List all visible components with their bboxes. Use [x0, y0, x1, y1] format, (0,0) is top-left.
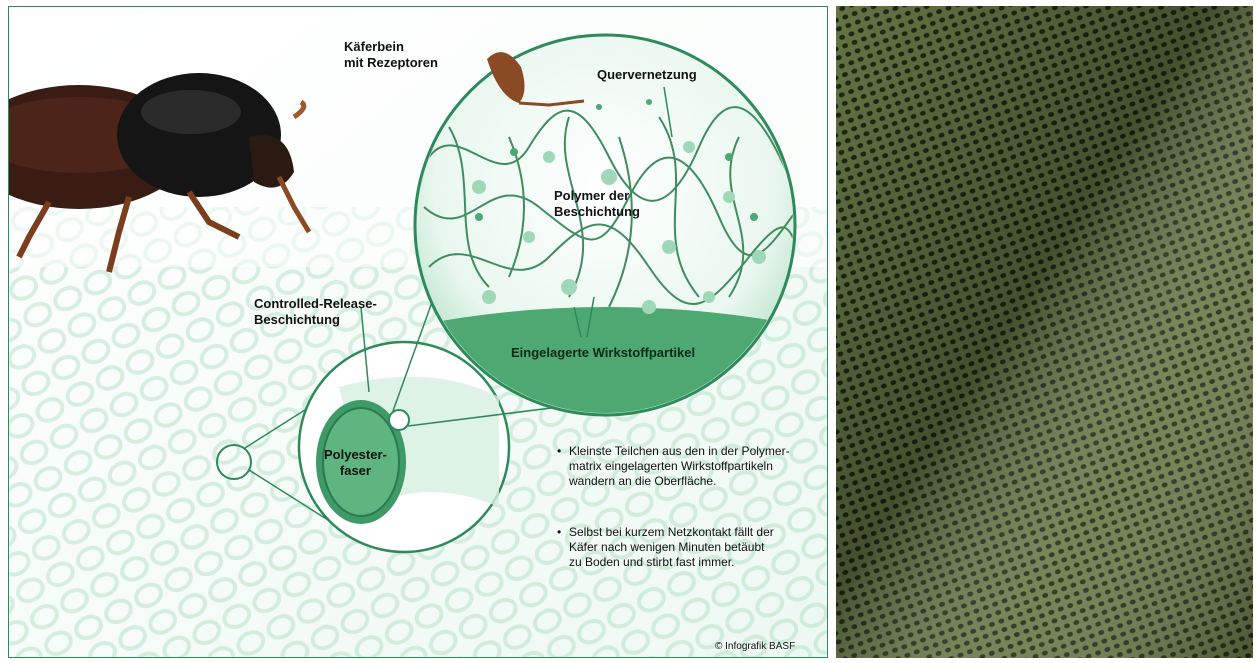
coating-label-line1: Controlled-Release- — [254, 296, 377, 312]
note-1-line1: Kleinste Teilchen aus den in der Polymer… — [569, 444, 790, 459]
crosslink-label: Quervernetzung — [597, 67, 697, 83]
leg-label: Käferbein mit Rezeptoren — [344, 39, 438, 71]
note-1-line2: matrix eingelagerten Wirkstoffpartikeln — [569, 459, 790, 474]
coating-label: Controlled-Release- Beschichtung — [254, 296, 377, 328]
polymer-label-line1: Polymer der — [554, 188, 640, 204]
polymer-label-line2: Beschichtung — [554, 204, 640, 220]
coating-label-line2: Beschichtung — [254, 312, 377, 328]
fiber-label-line2: faser — [324, 463, 387, 479]
particles-label: Eingelagerte Wirkstoffpartikel — [511, 345, 695, 361]
note-2: • Selbst bei kurzem Netzkontakt fällt de… — [569, 525, 774, 570]
note-1-line3: wandern an die Oberfläche. — [569, 474, 790, 489]
credit: © Infografik BASF — [715, 639, 795, 654]
note-2-bullet: • — [557, 525, 561, 540]
note-1-bullet: • — [557, 444, 561, 459]
note-2-line3: zu Boden und stirbt fast immer. — [569, 555, 774, 570]
note-2-line1: Selbst bei kurzem Netzkontakt fällt der — [569, 525, 774, 540]
fiber-label: Polyester- faser — [324, 447, 387, 479]
mesh-fabric-image — [836, 6, 1253, 658]
note-2-line2: Käfer nach wenigen Minuten betäubt — [569, 540, 774, 555]
mesh-photo — [836, 6, 1253, 658]
leg-label-line1: Käferbein — [344, 39, 438, 55]
note-1: • Kleinste Teilchen aus den in der Polym… — [569, 444, 790, 489]
fiber-label-line1: Polyester- — [324, 447, 387, 463]
infographic-panel: Käferbein mit Rezeptoren Quervernetzung … — [8, 6, 828, 658]
polymer-label: Polymer der Beschichtung — [554, 188, 640, 220]
leg-label-line2: mit Rezeptoren — [344, 55, 438, 71]
